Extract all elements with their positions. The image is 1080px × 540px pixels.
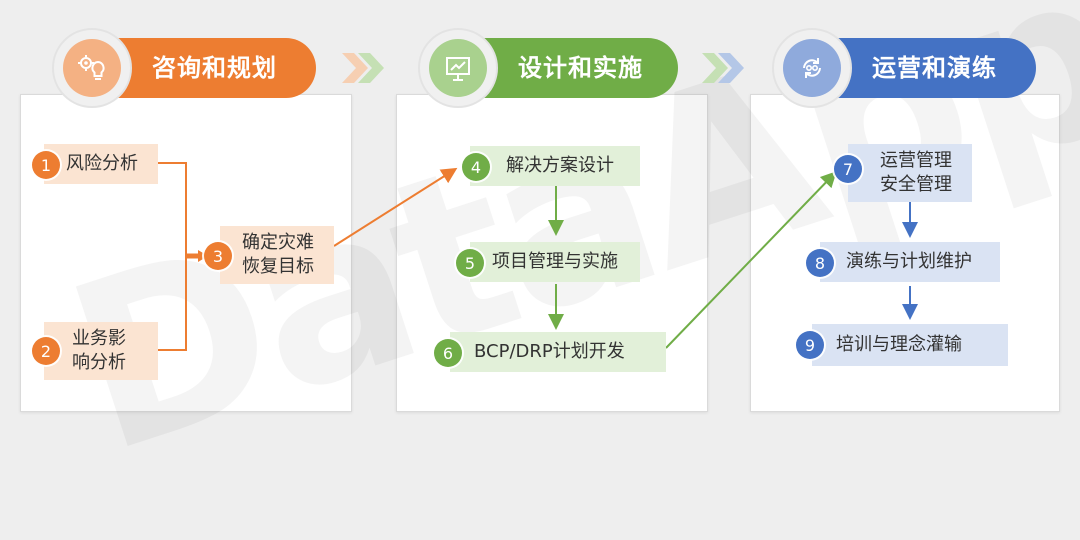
step-label: 解决方案设计 xyxy=(506,155,614,176)
phase-icon-circle-operations xyxy=(772,28,852,108)
lightbulb-gear-icon xyxy=(63,39,121,97)
phase-icon-circle-design xyxy=(418,28,498,108)
step-label-line2: 安全管理 xyxy=(880,174,952,195)
step-box-solution-design: 解决方案设计 xyxy=(470,146,640,186)
chevron-right-icon xyxy=(342,53,384,83)
step-label: 项目管理与实施 xyxy=(492,251,618,272)
step-label-line1: 运营管理 xyxy=(880,150,952,171)
step-box-bcp-drp-development: BCP/DRP计划开发 xyxy=(450,332,666,372)
step-number-badge: 8 xyxy=(806,249,834,277)
phase-title-design: 设计和实施 xyxy=(518,54,643,82)
step-box-project-management: 项目管理与实施 xyxy=(470,242,640,282)
chevron-right-icon xyxy=(702,53,744,83)
step-label: 演练与计划维护 xyxy=(846,251,972,272)
cycle-arrows-icon xyxy=(783,39,841,97)
step-label-line2: 响分析 xyxy=(72,352,126,373)
step-number-badge: 2 xyxy=(32,337,60,365)
step-number-badge: 9 xyxy=(796,331,824,359)
step-label-line2: 恢复目标 xyxy=(242,256,314,277)
step-box-operations-security: 运营管理 安全管理 xyxy=(848,144,972,202)
step-label: 风险分析 xyxy=(66,153,138,174)
step-label: BCP/DRP计划开发 xyxy=(474,341,625,362)
step-number-badge: 5 xyxy=(456,249,484,277)
step-number-badge: 1 xyxy=(32,151,60,179)
step-number-badge: 6 xyxy=(434,339,462,367)
step-label-line1: 确定灾难 xyxy=(242,232,314,253)
step-box-drill-maintenance: 演练与计划维护 xyxy=(820,242,1000,282)
step-box-risk-analysis: 风险分析 xyxy=(44,144,158,184)
phase-title-planning: 咨询和规划 xyxy=(152,54,277,82)
step-number-badge: 3 xyxy=(204,242,232,270)
step-number-badge: 4 xyxy=(462,153,490,181)
step-label: 培训与理念灌输 xyxy=(836,334,962,355)
phase-icon-circle-planning xyxy=(52,28,132,108)
presentation-chart-icon xyxy=(429,39,487,97)
step-label-line1: 业务影 xyxy=(72,328,126,349)
connector-lines xyxy=(158,162,918,351)
step-number-badge: 7 xyxy=(834,155,862,183)
step-box-recovery-objectives: 确定灾难 恢复目标 xyxy=(220,226,334,284)
step-box-business-impact-analysis: 业务影 响分析 xyxy=(44,322,158,380)
phase-title-operations: 运营和演练 xyxy=(872,54,997,82)
step-box-training-awareness: 培训与理念灌输 xyxy=(812,324,1008,366)
